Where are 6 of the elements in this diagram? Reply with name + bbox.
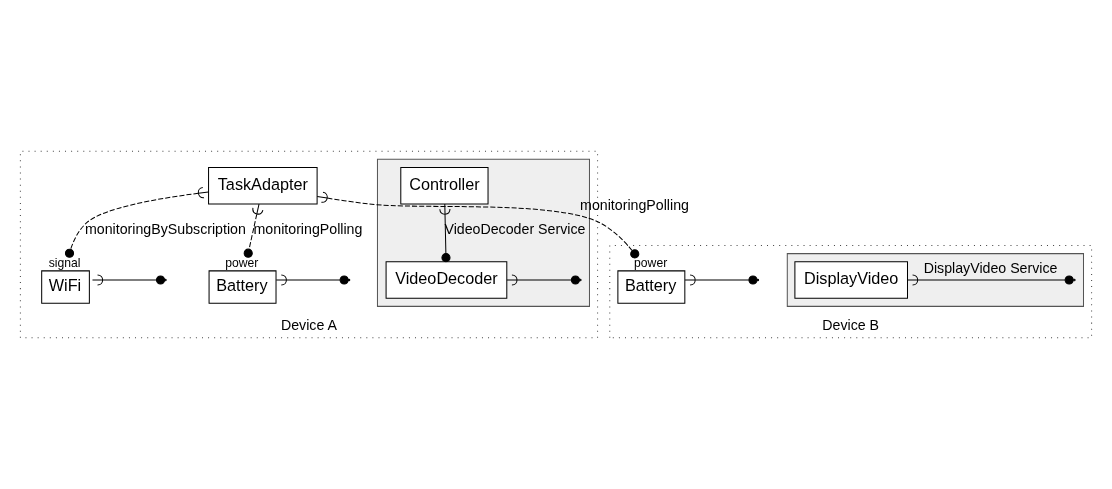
node-label: power xyxy=(634,256,668,271)
edge-label: monitoringBySubscription xyxy=(85,220,246,237)
edge-label: DisplayVideo Service xyxy=(923,260,1058,277)
edge-label: monitoringPolling xyxy=(253,220,363,237)
node-label: power xyxy=(225,256,259,271)
node-label: signal xyxy=(48,256,81,271)
